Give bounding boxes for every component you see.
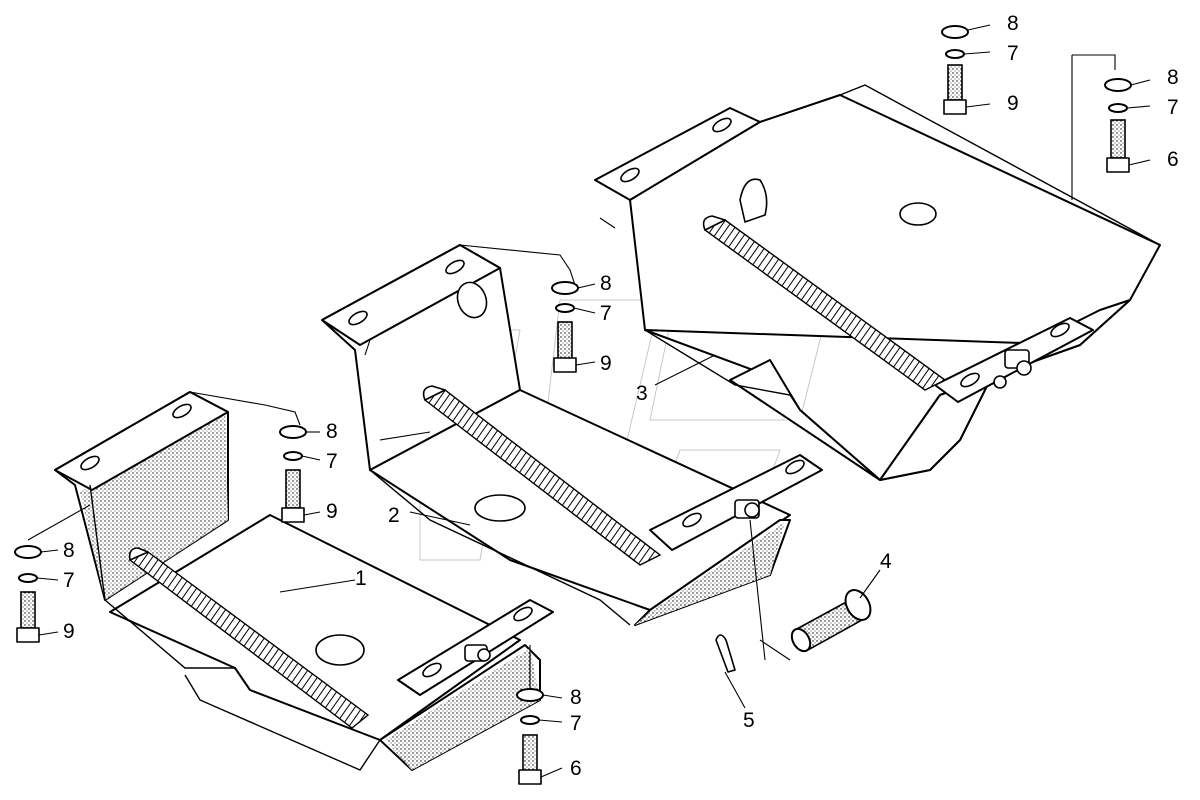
bracket-part-3 [594, 84, 1161, 481]
label-7-f: 7 [570, 712, 582, 735]
label-2: 2 [388, 504, 400, 527]
label-7-d: 7 [326, 450, 338, 473]
label-8-e: 8 [63, 539, 75, 562]
cotter-pin-part-5 [715, 634, 736, 673]
label-7-e: 7 [63, 569, 75, 592]
fastener-stack-c [551, 281, 579, 373]
label-3: 3 [636, 382, 648, 405]
label-8-a: 8 [1007, 12, 1019, 35]
bracket-part-1 [54, 391, 554, 771]
label-8-b: 8 [1167, 66, 1179, 89]
label-8-d: 8 [326, 420, 338, 443]
label-5: 5 [743, 709, 755, 732]
bracket-part-2 [321, 244, 823, 626]
label-7-c: 7 [600, 302, 612, 325]
fastener-stack-b [1104, 78, 1132, 173]
callout-labels: 1 2 3 4 5 8 7 9 8 7 6 8 7 9 8 7 9 8 7 9 … [63, 12, 1179, 780]
fastener-stack-d [279, 425, 307, 523]
fastener-stack-f [516, 688, 544, 785]
label-9-a: 9 [1007, 92, 1019, 115]
label-4: 4 [880, 550, 892, 573]
fastener-stack-a [941, 25, 969, 115]
callout-leaders [36, 24, 1151, 778]
fastener-stack-e [14, 545, 42, 643]
label-8-f: 8 [570, 686, 582, 709]
label-1: 1 [355, 567, 367, 590]
label-6-f: 6 [570, 757, 582, 780]
label-9-c: 9 [600, 352, 612, 375]
label-9-e: 9 [63, 620, 75, 643]
label-7-b: 7 [1167, 96, 1179, 119]
label-6-b: 6 [1167, 148, 1179, 171]
label-9-d: 9 [326, 500, 338, 523]
label-7-a: 7 [1007, 42, 1019, 65]
leader-lines [27, 54, 1116, 690]
pin-part-4 [790, 589, 872, 653]
label-8-c: 8 [600, 272, 612, 295]
